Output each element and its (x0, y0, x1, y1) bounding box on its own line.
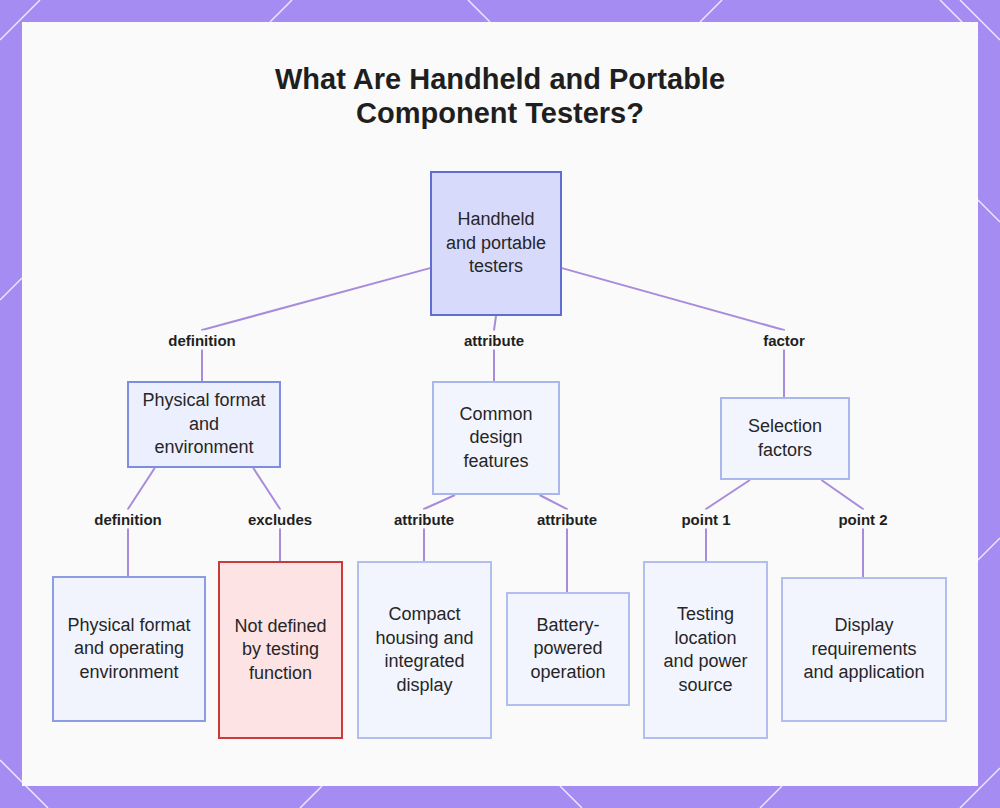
edge-label: attribute (391, 510, 457, 529)
node-text: Not defined by testing function (232, 615, 329, 686)
connector-line (562, 268, 784, 397)
edge-label: attribute (534, 510, 600, 529)
diagram-title: What Are Handheld and Portable Component… (200, 62, 800, 130)
connector-line (821, 480, 863, 577)
category-box: Selection factors (720, 397, 850, 480)
node-text: Battery-powered operation (520, 614, 616, 685)
exclusion-box: Not defined by testing function (218, 561, 343, 739)
category-box: Common design features (432, 381, 560, 495)
edge-label: definition (91, 510, 165, 529)
edge-label: factor (760, 331, 808, 350)
leaf-box: Physical format and operating environmen… (52, 576, 206, 722)
leaf-box: Testing location and power source (643, 561, 768, 739)
node-text: Selection factors (734, 415, 836, 462)
connector-line (202, 268, 430, 381)
category-box: Physical format and environment (127, 381, 281, 468)
edge-label: point 1 (678, 510, 733, 529)
edge-label: point 2 (835, 510, 890, 529)
edge-label: definition (165, 331, 239, 350)
leaf-box: Compact housing and integrated display (357, 561, 492, 739)
leaf-box: Battery-powered operation (506, 592, 630, 706)
node-text: Handheld and portable testers (444, 208, 548, 279)
leaf-box: Display requirements and application (781, 577, 947, 722)
edge-label: attribute (461, 331, 527, 350)
node-text: Physical format and operating environmen… (66, 614, 192, 685)
node-text: Physical format and environment (141, 389, 267, 460)
node-text: Testing location and power source (657, 603, 754, 697)
root-box: Handheld and portable testers (430, 171, 562, 316)
node-text: Compact housing and integrated display (371, 603, 478, 697)
node-text: Common design features (446, 403, 546, 474)
edge-label: excludes (245, 510, 315, 529)
node-text: Display requirements and application (795, 614, 933, 685)
